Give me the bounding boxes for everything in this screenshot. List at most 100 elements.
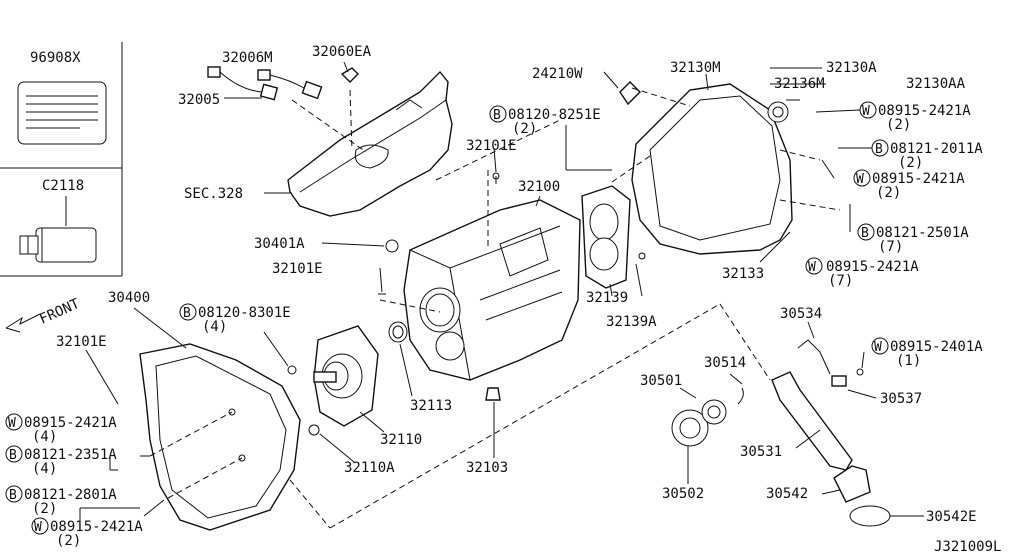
svg-text:W: W bbox=[8, 416, 16, 431]
bolt-symbol: B bbox=[871, 139, 889, 157]
label-sticker-icon bbox=[17, 81, 107, 145]
washer-symbol: W bbox=[805, 257, 823, 275]
label-32110: 32110 bbox=[380, 432, 422, 448]
label-32130M: 32130M bbox=[670, 60, 721, 76]
label-08120-8301E: 08120-8301E bbox=[198, 305, 291, 321]
rear-plate-32139 bbox=[581, 185, 646, 289]
label-32110A: 32110A bbox=[344, 460, 395, 476]
label-30531: 30531 bbox=[740, 444, 782, 460]
label-32060EA: 32060EA bbox=[312, 44, 372, 60]
leader-lines bbox=[79, 61, 924, 522]
label-32101E: 32101E bbox=[272, 261, 323, 277]
svg-text:B: B bbox=[9, 448, 17, 463]
bolt-symbol: B bbox=[857, 223, 875, 241]
label-08915-2421A: 08915-2421A bbox=[24, 415, 117, 431]
label-08120-8251E: 08120-8251E bbox=[508, 107, 601, 123]
svg-text:W: W bbox=[874, 340, 882, 355]
label-08915-2421A: 08915-2421A bbox=[872, 171, 965, 187]
label-30401A: 30401A bbox=[254, 236, 305, 252]
label-08915-2421A: 08915-2421A bbox=[50, 519, 143, 535]
label-32101E: 32101E bbox=[466, 138, 517, 154]
label-32005: 32005 bbox=[178, 92, 220, 108]
label-32113: 32113 bbox=[410, 398, 452, 414]
label-32130AA: 32130AA bbox=[906, 76, 966, 92]
bolt-symbol: B bbox=[5, 485, 23, 503]
main-transmission-case bbox=[403, 172, 581, 381]
label-qty: (4) bbox=[32, 429, 57, 445]
bolt-symbol: B bbox=[5, 445, 23, 463]
label-C2118: C2118 bbox=[42, 178, 84, 194]
label-qty: (2) bbox=[898, 155, 923, 171]
release-bearing-parts bbox=[671, 339, 891, 527]
drain-plug-32103 bbox=[485, 387, 501, 401]
bolt-symbol: B bbox=[489, 105, 507, 123]
front-arrow-icon: FRONT bbox=[5, 296, 83, 333]
label-qty: (4) bbox=[202, 319, 227, 335]
label-qty: (7) bbox=[828, 273, 853, 289]
svg-text:B: B bbox=[9, 488, 17, 503]
label-08915-2421A: 08915-2421A bbox=[878, 103, 971, 119]
clutch-housing bbox=[139, 343, 301, 531]
label-32101E: 32101E bbox=[56, 334, 107, 350]
label-32103: 32103 bbox=[466, 460, 508, 476]
label-32006M: 32006M bbox=[222, 50, 273, 66]
label-qty: (7) bbox=[878, 239, 903, 255]
label-96908X: 96908X bbox=[30, 50, 81, 66]
washer-symbol: W bbox=[859, 101, 877, 119]
diagram-code: J321009L bbox=[934, 539, 1001, 555]
sec328-cover bbox=[287, 70, 453, 217]
assembly-guide-lines bbox=[149, 87, 841, 529]
washer-symbol: W bbox=[853, 169, 871, 187]
extension-housing bbox=[619, 81, 793, 255]
svg-text:B: B bbox=[493, 108, 501, 123]
label-30537: 30537 bbox=[880, 391, 922, 407]
label-32139A: 32139A bbox=[606, 314, 657, 330]
prefix-symbols: B W B W B W B W W B B W bbox=[5, 101, 889, 535]
washer-symbol: W bbox=[871, 337, 889, 355]
label-sec328: SEC.328 bbox=[184, 186, 243, 202]
svg-text:W: W bbox=[34, 520, 42, 535]
grease-tube-icon bbox=[19, 227, 97, 263]
label-30501: 30501 bbox=[640, 373, 682, 389]
part-labels: 32006M 32060EA 32005 SEC.328 24210W 3213… bbox=[24, 44, 1001, 555]
label-qty: (2) bbox=[876, 185, 901, 201]
washer-symbol: W bbox=[5, 413, 23, 431]
label-08915-2421A: 08915-2421A bbox=[826, 259, 919, 275]
label-32139: 32139 bbox=[586, 290, 628, 306]
front-cover bbox=[287, 325, 379, 436]
label-32130A: 32130A bbox=[826, 60, 877, 76]
sensor-assembly bbox=[207, 66, 359, 101]
label-30534: 30534 bbox=[780, 306, 822, 322]
label-qty: (2) bbox=[512, 121, 537, 137]
label-qty: (2) bbox=[56, 533, 81, 549]
label-32100: 32100 bbox=[518, 179, 560, 195]
svg-text:W: W bbox=[808, 260, 816, 275]
label-qty: (1) bbox=[896, 353, 921, 369]
label-24210W: 24210W bbox=[532, 66, 583, 82]
label-qty: (2) bbox=[886, 117, 911, 133]
inset-panel: 96908X C2118 bbox=[0, 42, 123, 277]
svg-text:W: W bbox=[856, 172, 864, 187]
label-30542E: 30542E bbox=[926, 509, 977, 525]
front-label: FRONT bbox=[37, 296, 83, 328]
label-30514: 30514 bbox=[704, 355, 746, 371]
svg-text:B: B bbox=[875, 142, 883, 157]
label-32136M: 32136M bbox=[774, 76, 825, 92]
label-qty: (2) bbox=[32, 501, 57, 517]
label-30400: 30400 bbox=[108, 290, 150, 306]
label-08915-2401A: 08915-2401A bbox=[890, 339, 983, 355]
label-30542: 30542 bbox=[766, 486, 808, 502]
svg-text:B: B bbox=[861, 226, 869, 241]
label-08121-2351A: 08121-2351A bbox=[24, 447, 117, 463]
label-08121-2801A: 08121-2801A bbox=[24, 487, 117, 503]
label-30502: 30502 bbox=[662, 486, 704, 502]
label-08121-2011A: 08121-2011A bbox=[890, 141, 983, 157]
bolt-symbol: B bbox=[179, 303, 197, 321]
svg-text:B: B bbox=[183, 306, 191, 321]
plug-30401A bbox=[385, 239, 399, 253]
label-32133: 32133 bbox=[722, 266, 764, 282]
washer-symbol: W bbox=[31, 517, 49, 535]
svg-text:W: W bbox=[862, 104, 870, 119]
label-qty: (4) bbox=[32, 461, 57, 477]
